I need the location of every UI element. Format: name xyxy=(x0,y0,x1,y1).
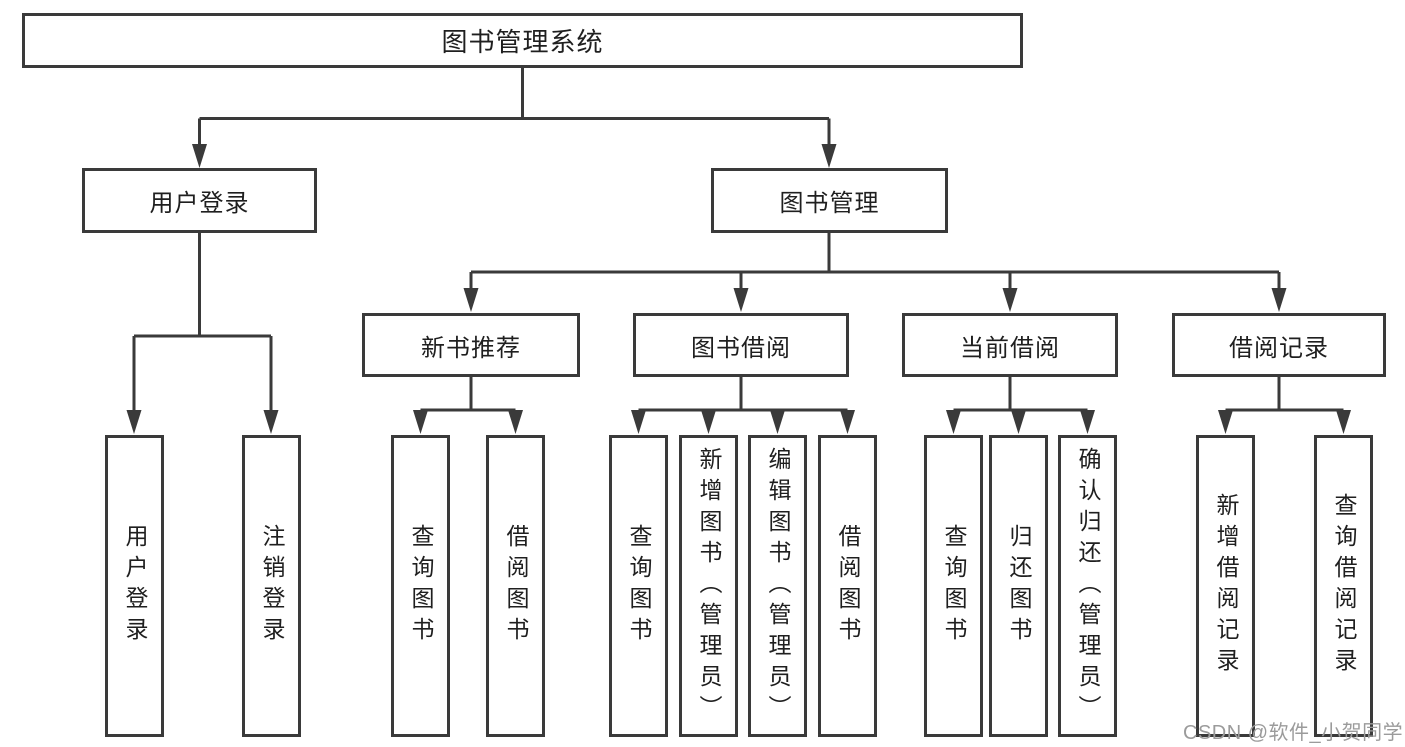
connector-user-login xyxy=(132,232,273,412)
arrowhead xyxy=(1011,410,1026,434)
leaf-label: 用户登录 xyxy=(122,524,148,648)
connector-new-book xyxy=(420,377,516,412)
node-new-book-recommend: 新书推荐 xyxy=(362,313,580,377)
arrowhead xyxy=(1218,410,1233,434)
leaf-add-books-admin: 新增图书（管理员） xyxy=(679,435,738,737)
arrowhead xyxy=(701,410,716,434)
leaf-borrow-books-recommend: 借阅图书 xyxy=(486,435,545,737)
leaf-label: 查询借阅记录 xyxy=(1331,493,1357,679)
leaf-label: 查询图书 xyxy=(408,524,434,648)
connector-book-management xyxy=(469,232,1281,291)
node-borrow-records: 借阅记录 xyxy=(1172,313,1386,377)
connector-borrow-records xyxy=(1225,377,1344,412)
leaf-label: 查询图书 xyxy=(941,524,967,648)
arrowhead xyxy=(463,288,479,312)
leaf-query-books-borrow: 查询图书 xyxy=(609,435,668,737)
arrowhead xyxy=(840,410,855,434)
arrowhead xyxy=(1002,288,1018,312)
leaf-label: 确认归还（管理员） xyxy=(1075,446,1101,726)
arrowhead xyxy=(770,410,785,434)
leaf-confirm-return-admin: 确认归还（管理员） xyxy=(1058,435,1117,737)
arrowhead xyxy=(631,410,646,434)
arrowhead xyxy=(508,410,523,434)
arrowhead xyxy=(946,410,961,434)
connector-book-borrow xyxy=(638,377,848,412)
node-current-borrow: 当前借阅 xyxy=(902,313,1118,377)
leaf-label: 注销登录 xyxy=(259,524,285,648)
leaf-query-books-current: 查询图书 xyxy=(924,435,983,737)
leaf-add-borrow-record: 新增借阅记录 xyxy=(1196,435,1255,737)
leaf-borrow-books: 借阅图书 xyxy=(818,435,877,737)
leaf-label: 查询图书 xyxy=(626,524,652,648)
csdn-watermark: CSDN @软件_小贺同学 xyxy=(1183,722,1404,744)
node-book-management: 图书管理 xyxy=(711,168,948,233)
arrowhead xyxy=(821,144,837,168)
leaf-edit-books-admin: 编辑图书（管理员） xyxy=(748,435,807,737)
arrowhead xyxy=(413,410,428,434)
arrowhead xyxy=(192,144,207,168)
leaf-label: 借阅图书 xyxy=(503,524,529,648)
leaf-user-login: 用户登录 xyxy=(105,435,164,737)
leaf-logout: 注销登录 xyxy=(242,435,301,737)
leaf-label: 编辑图书（管理员） xyxy=(765,446,791,726)
leaf-query-borrow-record: 查询借阅记录 xyxy=(1314,435,1373,737)
node-book-borrow: 图书借阅 xyxy=(633,313,849,377)
arrowhead xyxy=(1080,410,1095,434)
connector-root xyxy=(198,67,831,147)
arrowhead xyxy=(1336,410,1351,434)
arrowhead xyxy=(126,410,142,434)
leaf-query-books-recommend: 查询图书 xyxy=(391,435,450,737)
leaf-return-books: 归还图书 xyxy=(989,435,1048,737)
leaf-label: 新增借阅记录 xyxy=(1213,493,1239,679)
leaf-label: 新增图书（管理员） xyxy=(696,446,722,726)
node-root: 图书管理系统 xyxy=(22,13,1023,68)
leaf-label: 归还图书 xyxy=(1006,524,1032,648)
connector-current-borrow xyxy=(953,377,1088,412)
leaf-label: 借阅图书 xyxy=(835,524,861,648)
arrowhead xyxy=(733,288,749,312)
arrowhead xyxy=(1271,288,1287,312)
arrowhead xyxy=(263,410,279,434)
node-user-login: 用户登录 xyxy=(82,168,317,233)
